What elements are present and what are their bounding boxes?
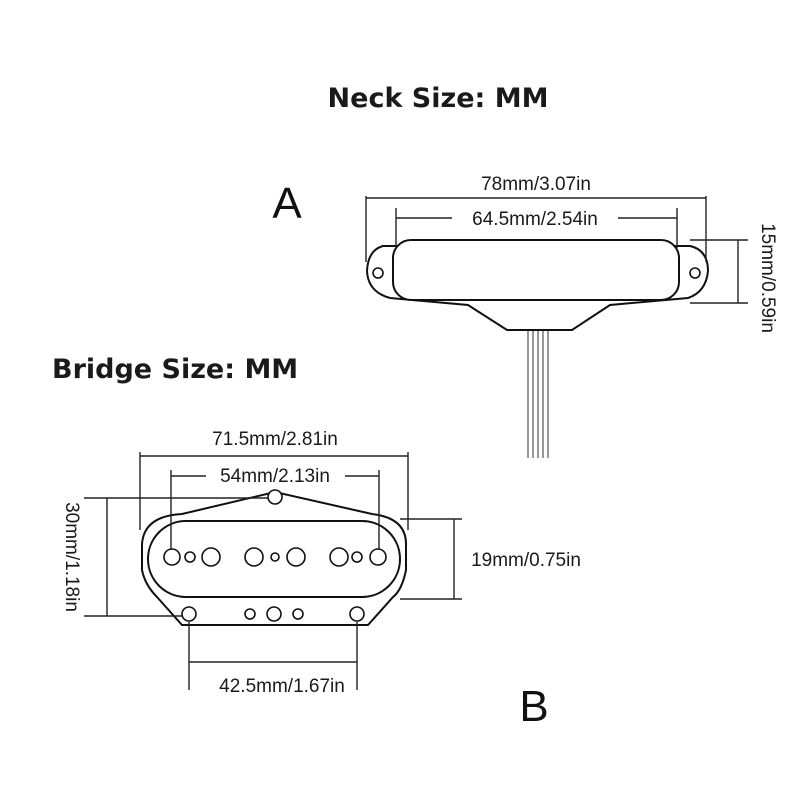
bridge-pickup-drawing [141, 489, 407, 626]
bridge-pole-piece [329, 547, 349, 567]
bridge-bottom-hole [244, 608, 256, 620]
bridge-dimension-lines [84, 452, 462, 690]
bridge-bottom-hole [266, 606, 282, 622]
bridge-mount-hole-left [163, 548, 181, 566]
neck-mount-hole-left [372, 267, 384, 279]
neck-overall-width-label: 78mm/3.07in [481, 174, 591, 195]
bridge-bottom-hole [292, 608, 304, 620]
neck-cover [392, 239, 680, 301]
bridge-pole-piece [244, 547, 264, 567]
bridge-bottom-spacing-label: 42.5mm/1.67in [219, 676, 345, 697]
neck-height-label: 15mm/0.59in [757, 223, 778, 333]
neck-mount-hole-right [689, 267, 701, 279]
bridge-hole-spacing-label: 54mm/2.13in [220, 466, 330, 487]
neck-letter-label: A [272, 179, 302, 228]
bridge-letter-label: B [519, 682, 548, 731]
bridge-mount-hole-right [369, 548, 387, 566]
bridge-pole-piece [270, 552, 280, 562]
neck-cover-width-label: 64.5mm/2.54in [472, 209, 598, 230]
bridge-pole-piece [351, 551, 363, 563]
bridge-pole-piece [201, 547, 221, 567]
neck-dimension-lines [365, 196, 748, 304]
bridge-top-mount-hole [267, 489, 283, 505]
bridge-overall-width-label: 71.5mm/2.81in [212, 429, 338, 450]
bridge-bottom-mount-hole-left [181, 606, 197, 622]
bridge-height-label: 30mm/1.18in [61, 502, 82, 612]
neck-pickup-drawing [365, 239, 710, 458]
bridge-bottom-mount-hole-right [349, 606, 365, 622]
bridge-pole-piece [286, 547, 306, 567]
bridge-size-title: Bridge Size: MM [52, 354, 298, 385]
bridge-cover-height-label: 19mm/0.75in [471, 550, 581, 571]
neck-size-title: Neck Size: MM [328, 83, 549, 114]
bridge-pole-piece [184, 551, 196, 563]
